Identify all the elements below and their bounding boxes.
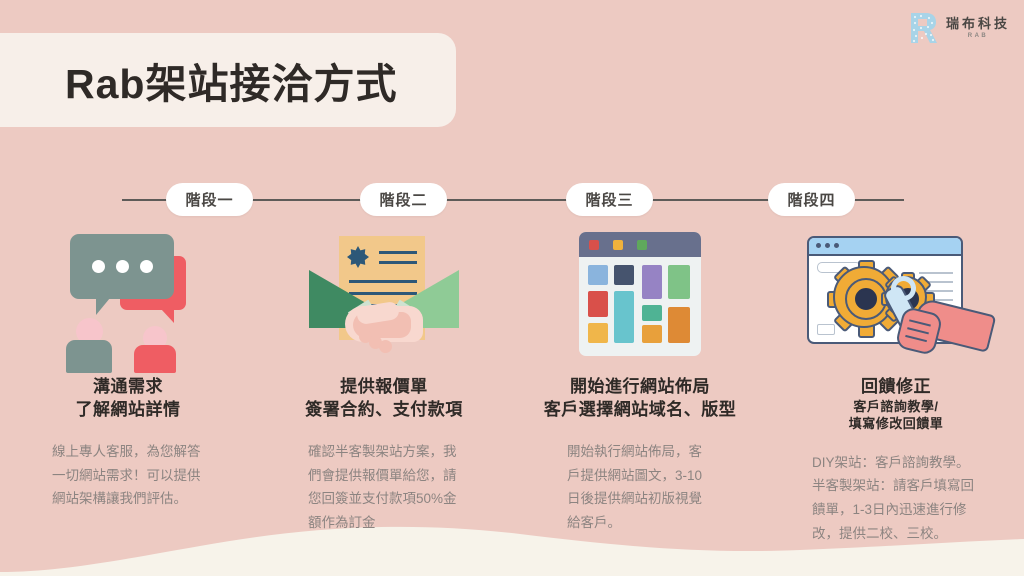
person-right-body bbox=[134, 345, 176, 373]
website-layout-icon bbox=[579, 232, 701, 356]
stage-pill-2-label: 階段二 bbox=[379, 192, 428, 209]
contract-line-2 bbox=[379, 261, 417, 264]
bottom-wave-decoration bbox=[0, 506, 1024, 576]
stage-rail: 階段一 階段二 階段三 階段四 bbox=[0, 183, 1024, 217]
chat-dot-1 bbox=[91, 260, 105, 273]
handshake-finger-3 bbox=[379, 340, 392, 353]
stage-2-heading-line2: 簽署合約、支付款項 bbox=[305, 399, 463, 419]
stage-1-body: 線上專人客服，為您解答一切網站需求！可以提供網站架構讓我們評估。 bbox=[52, 443, 201, 507]
chat-dot-3 bbox=[139, 260, 153, 273]
layout-block-10 bbox=[668, 307, 690, 343]
layout-block-7 bbox=[642, 305, 662, 321]
contract-line-3 bbox=[349, 280, 417, 283]
layout-block-3 bbox=[588, 323, 608, 343]
stage-4-body: DIY架站：客戶諮詢教學。半客製架站：請客戶填寫回饋單，1-3日內迅速進行修改，… bbox=[812, 454, 974, 541]
browser-bottom-tab bbox=[817, 324, 835, 335]
stage-2-body: 確認半客製架站方案，我們會提供報價單給您，請您回簽並支付款項50%金額作為訂金 bbox=[308, 443, 457, 530]
content-line-3 bbox=[919, 290, 953, 292]
content-line-4 bbox=[919, 299, 953, 301]
browser-titlebar-blue bbox=[809, 238, 961, 256]
stage-pill-3[interactable]: 階段三 bbox=[566, 183, 653, 216]
browser-dot-red bbox=[589, 240, 599, 250]
stage-3-heading-line1: 開始進行網站佈局 bbox=[570, 377, 710, 396]
stage-4-heading-line3: 填寫修改回饋單 bbox=[848, 415, 944, 431]
logo-company-name-cn: 瑞布科技 bbox=[945, 15, 1010, 31]
person-right-icon bbox=[134, 326, 176, 373]
browser-dot-yellow bbox=[613, 240, 623, 250]
stage-column-1: 溝通需求 了解網站詳情 線上專人客服，為您解答一切網站需求！可以提供網站架構讓我… bbox=[0, 228, 256, 545]
stage-4-heading-line1: 回饋修正 bbox=[860, 377, 931, 396]
person-left-icon bbox=[66, 318, 112, 373]
page-title: Rab架站接洽方式 bbox=[65, 61, 398, 107]
stage-4-heading: 回饋修正 客戶諮詢教學/ 填寫修改回饋單 bbox=[849, 376, 944, 433]
browser-blue-dot-3 bbox=[834, 243, 839, 248]
stage-column-3: 開始進行網站佈局 客戶選擇網站域名、版型 開始執行網站佈局，客戶提供網站圖文，3… bbox=[512, 228, 768, 545]
stage-column-4: 回饋修正 客戶諮詢教學/ 填寫修改回饋單 DIY架站：客戶諮詢教學。半客製架站：… bbox=[768, 228, 1024, 545]
stage-3-heading: 開始進行網站佈局 客戶選擇網站域名、版型 bbox=[544, 376, 737, 422]
stage-1-heading: 溝通需求 了解網站詳情 bbox=[76, 376, 181, 422]
layout-block-1 bbox=[588, 265, 608, 285]
layout-block-grid bbox=[588, 265, 692, 349]
stage-pill-2[interactable]: 階段二 bbox=[360, 183, 447, 216]
stage-3-body: 開始執行網站佈局，客戶提供網站圖文，3-10日後提供網站初版視覺給客戶。 bbox=[567, 443, 703, 530]
stage-connector-line bbox=[122, 199, 904, 201]
layout-block-6 bbox=[642, 265, 662, 299]
browser-titlebar bbox=[579, 232, 701, 257]
stage-2-heading-line1: 提供報價單 bbox=[340, 377, 428, 396]
content-line-1 bbox=[919, 272, 953, 274]
handshake-finger-1 bbox=[359, 330, 372, 343]
stage-pill-1[interactable]: 階段一 bbox=[166, 183, 253, 216]
browser-blue-dot-2 bbox=[825, 243, 830, 248]
stage-column-2: 提供報價單 簽署合約、支付款項 確認半客製架站方案，我們會提供報價單給您，請您回… bbox=[256, 228, 512, 545]
person-left-body bbox=[66, 340, 112, 373]
layout-block-8 bbox=[642, 325, 662, 343]
stage-1-heading-line1: 溝通需求 bbox=[93, 377, 163, 396]
stage-1-artwork bbox=[58, 228, 198, 373]
content-line-2 bbox=[919, 281, 953, 283]
chat-bubbles-icon bbox=[58, 230, 198, 373]
layout-block-5 bbox=[614, 291, 634, 343]
handshake-finger-2 bbox=[369, 336, 382, 349]
contract-seal-icon bbox=[347, 246, 369, 268]
title-banner: Rab架站接洽方式 bbox=[0, 33, 456, 127]
handshake-contract-icon bbox=[309, 230, 459, 358]
stage-2-heading: 提供報價單 簽署合約、支付款項 bbox=[305, 376, 463, 422]
browser-dot-green bbox=[637, 240, 647, 250]
stage-2-artwork bbox=[309, 228, 459, 360]
chat-bubble-gray-icon bbox=[70, 234, 174, 315]
chat-dot-2 bbox=[115, 260, 129, 273]
stage-1-heading-line2: 了解網站詳情 bbox=[75, 399, 181, 419]
browser-blue-dot-1 bbox=[816, 243, 821, 248]
layout-block-4 bbox=[614, 265, 634, 285]
stage-pill-4[interactable]: 階段四 bbox=[768, 183, 855, 216]
contract-line-4 bbox=[349, 292, 417, 295]
logo-wordmark: 瑞布科技 RAB bbox=[945, 15, 1010, 40]
stage-pill-4-label: 階段四 bbox=[787, 192, 836, 209]
logo-company-name-en: RAB bbox=[967, 33, 989, 40]
stage-3-heading-line2: 客戶選擇網站域名、版型 bbox=[543, 399, 737, 419]
stage-4-artwork bbox=[807, 228, 997, 360]
stage-4-heading-line2: 客戶諮詢教學/ bbox=[853, 398, 939, 414]
gears-wrench-icon bbox=[807, 232, 997, 357]
logo-r-mark-icon bbox=[909, 11, 939, 45]
contract-line-1 bbox=[379, 251, 417, 254]
stage-pill-1-label: 階段一 bbox=[185, 192, 234, 209]
stage-pill-3-label: 階段三 bbox=[585, 192, 634, 209]
brand-logo: 瑞布科技 RAB bbox=[909, 11, 1010, 45]
layout-block-9 bbox=[668, 265, 690, 299]
layout-block-2 bbox=[588, 291, 608, 317]
stage-3-artwork bbox=[579, 228, 701, 360]
stage-columns: 溝通需求 了解網站詳情 線上專人客服，為您解答一切網站需求！可以提供網站架構讓我… bbox=[0, 228, 1024, 545]
